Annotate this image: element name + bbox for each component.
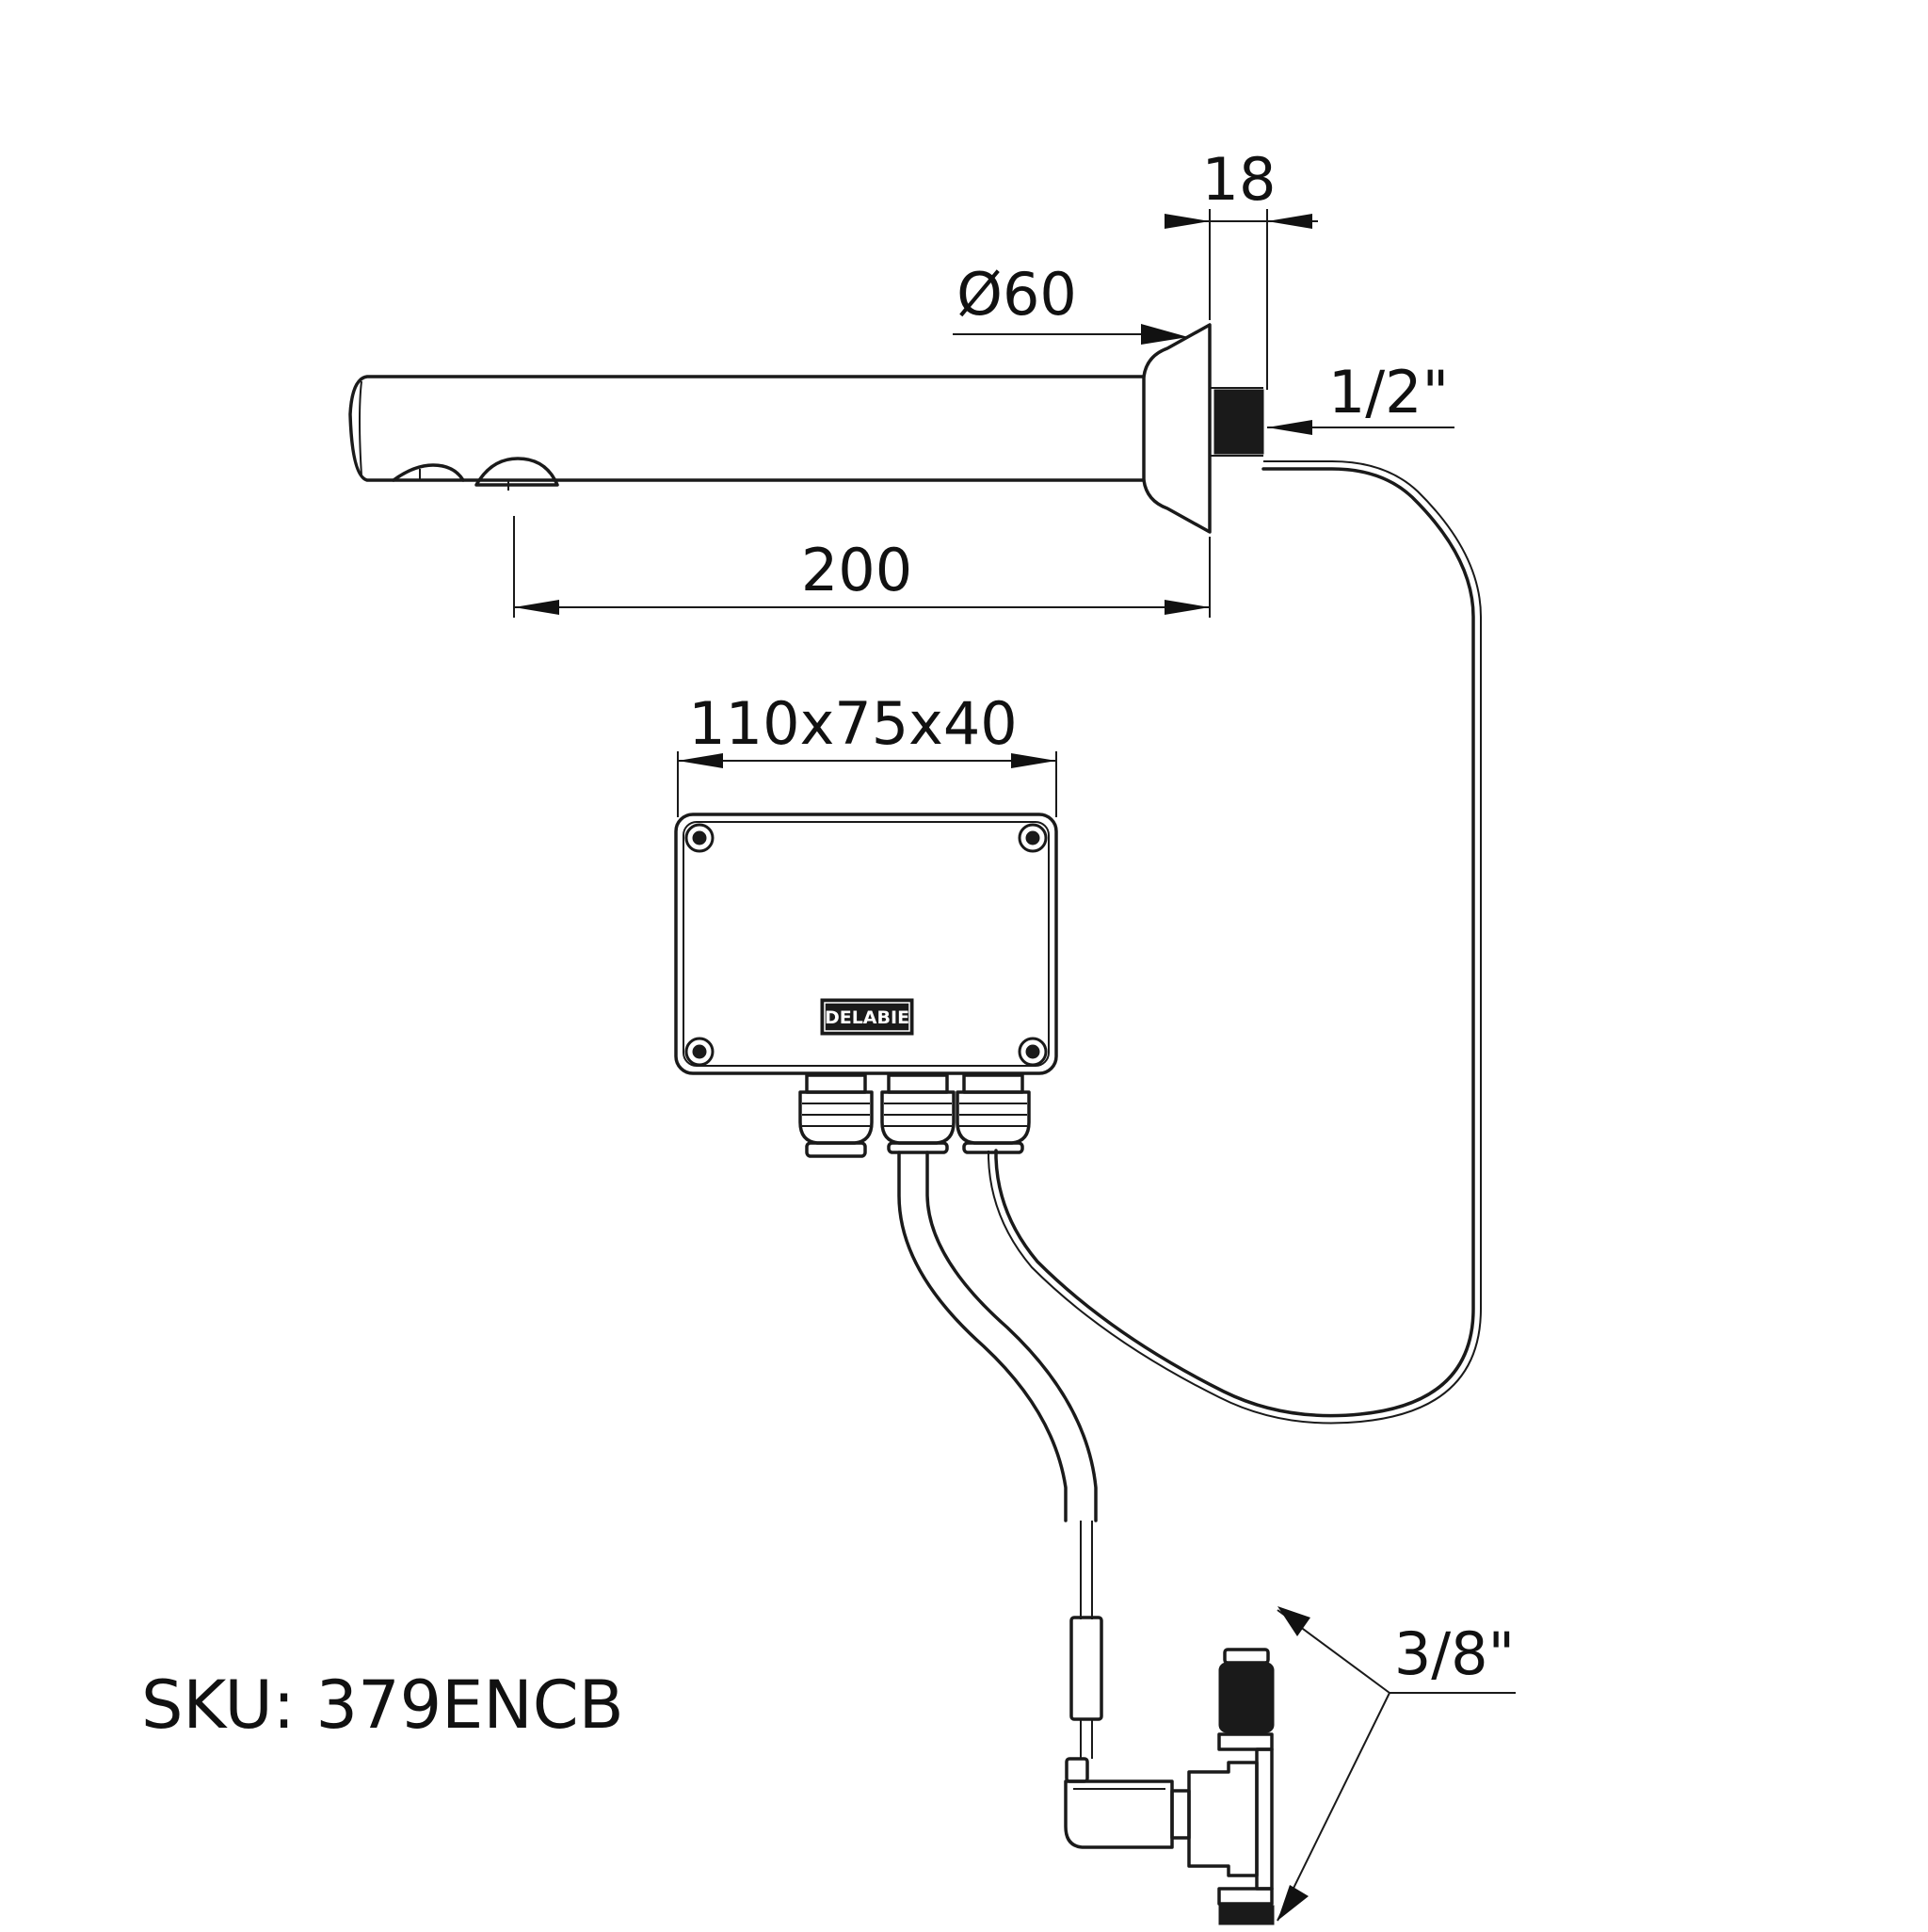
cable-gland-right [956, 1073, 1031, 1154]
wall-depth-label: 18 [1202, 145, 1277, 214]
dimension-inlet-thread: 1/2" [1267, 358, 1454, 435]
spout-thread-connector [1213, 389, 1264, 455]
box-screw [1018, 1037, 1048, 1067]
control-box: DELABIE [674, 813, 1058, 1075]
spout-rosette [1142, 323, 1212, 534]
sensor-cable [994, 467, 1475, 1418]
spout-sensor-right [474, 457, 559, 487]
spout-length-label: 200 [801, 536, 912, 604]
spout [348, 323, 1264, 534]
inlet-thread-label: 1/2" [1328, 358, 1449, 427]
spout-sensor-left [392, 463, 465, 482]
box-screw [684, 823, 715, 853]
box-screw [684, 1037, 715, 1067]
cable-gland-left [798, 1073, 874, 1158]
valve-cable [897, 1151, 1103, 1759]
box-screw [1018, 823, 1048, 853]
diameter-label: Ø60 [956, 260, 1077, 329]
brand-logo: DELABIE [820, 998, 914, 1036]
cable-gland-middle [880, 1073, 956, 1154]
dimension-diameter: Ø60 [953, 260, 1188, 345]
dimension-box-size: 110x75x40 [677, 689, 1057, 817]
box-size-label: 110x75x40 [688, 689, 1018, 758]
sku-label: SKU: 379ENCB [141, 1666, 624, 1744]
dimension-spout-length: 200 [513, 516, 1211, 618]
dimension-valve-threads: 3/8" [1277, 1606, 1516, 1922]
solenoid-valve [1064, 1648, 1275, 1925]
valve-threads-label: 3/8" [1394, 1619, 1515, 1688]
dimension-wall-depth: 18 [1165, 145, 1318, 390]
svg-text:DELABIE: DELABIE [825, 1007, 909, 1028]
